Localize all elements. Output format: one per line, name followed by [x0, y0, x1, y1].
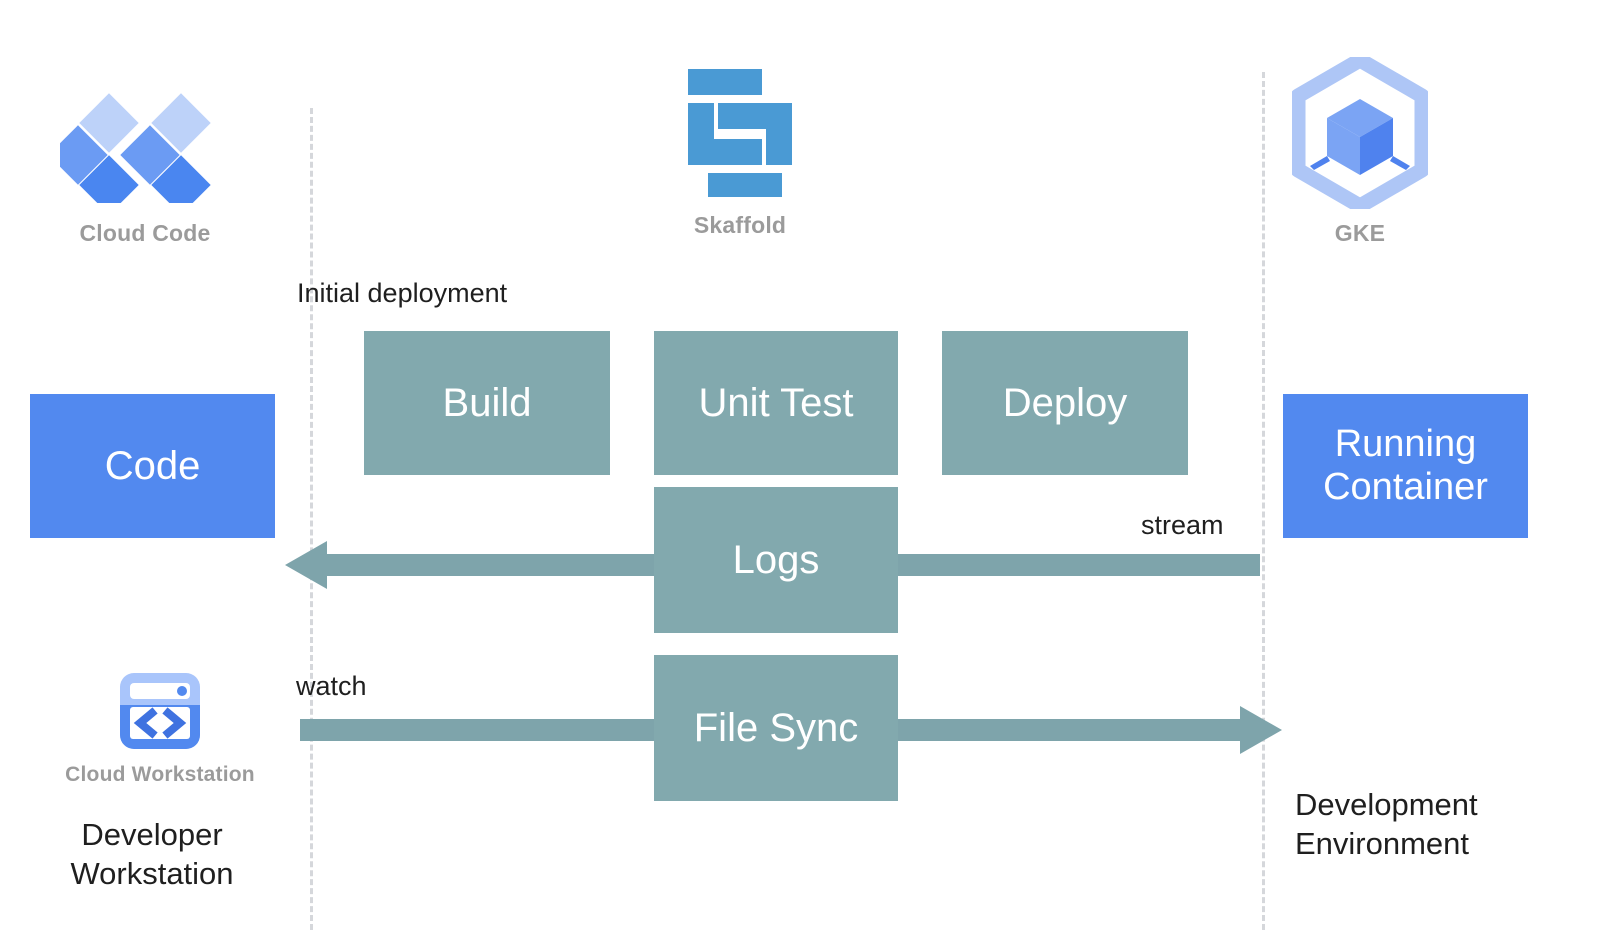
skaffold-s-blocks-icon: [625, 62, 855, 202]
logo-cloud-code: Cloud Code: [30, 70, 260, 247]
cloud-code-diamonds-icon: [30, 70, 260, 210]
box-code-label: Code: [104, 443, 201, 488]
label-developer-workstation: Developer Workstation: [70, 817, 234, 892]
box-file-sync[interactable]: File Sync: [654, 655, 898, 801]
box-running-container-label: Running Container: [1323, 423, 1488, 508]
logo-caption-skaffold: Skaffold: [693, 212, 787, 238]
label-initial-deployment: Initial deployment: [297, 278, 508, 308]
boundary-line-left: [310, 108, 313, 930]
logo-cloud-workstation: Cloud Workstation: [45, 665, 275, 787]
box-build[interactable]: Build: [364, 331, 610, 475]
label-watch: watch: [296, 671, 367, 701]
box-unit-test-label: Unit Test: [698, 380, 854, 425]
logo-caption-gke: GKE: [1334, 220, 1386, 246]
gke-hexagon-cube-icon: [1245, 55, 1475, 210]
box-deploy[interactable]: Deploy: [942, 331, 1188, 475]
box-unit-test[interactable]: Unit Test: [654, 331, 898, 475]
box-file-sync-label: File Sync: [693, 705, 859, 750]
logo-caption-cloud-workstation: Cloud Workstation: [65, 763, 255, 786]
box-running-container[interactable]: Running Container: [1283, 394, 1528, 538]
box-logs[interactable]: Logs: [654, 487, 898, 633]
logo-caption-cloud-code: Cloud Code: [79, 220, 211, 246]
label-stream: stream: [1141, 510, 1224, 540]
label-development-environment: Development Environment: [1295, 787, 1478, 862]
logo-gke: GKE: [1245, 55, 1475, 247]
box-build-label: Build: [442, 380, 532, 425]
box-code[interactable]: Code: [30, 394, 275, 538]
box-deploy-label: Deploy: [1002, 380, 1128, 425]
cloud-workstation-code-window-icon: [45, 665, 275, 757]
logo-skaffold: Skaffold: [625, 62, 855, 239]
box-logs-label: Logs: [732, 537, 820, 582]
boundary-line-right: [1262, 72, 1265, 930]
